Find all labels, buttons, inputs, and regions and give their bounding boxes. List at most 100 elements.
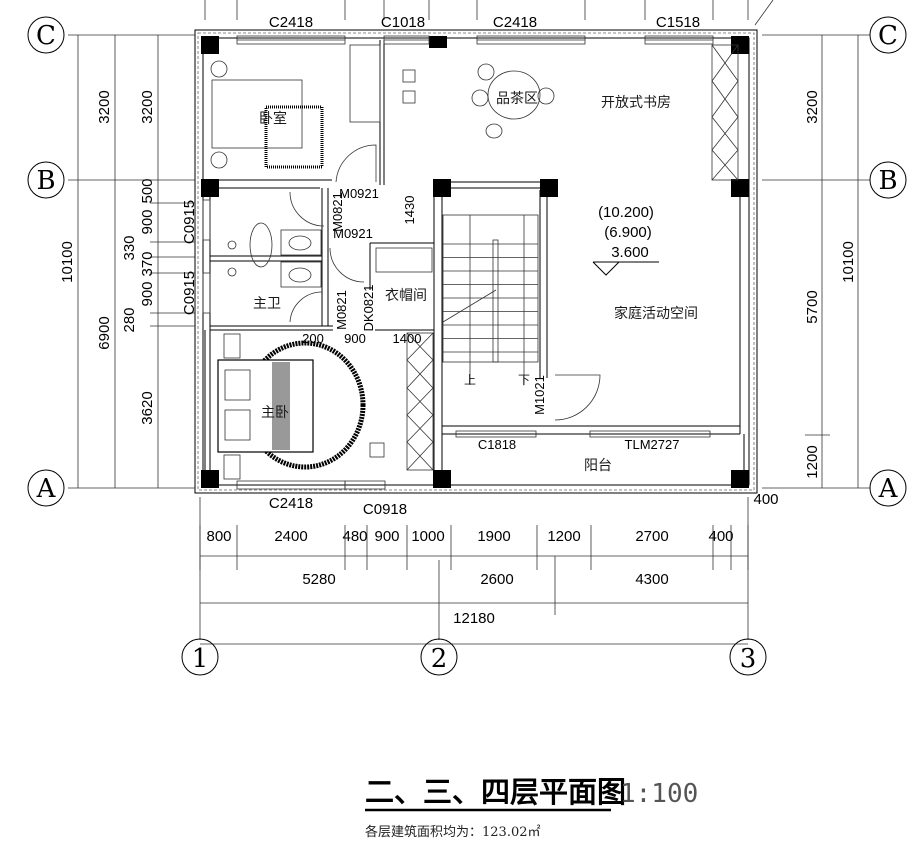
structural-columns (201, 36, 749, 488)
svg-text:(10.200): (10.200) (598, 204, 654, 221)
svg-text:C1818: C1818 (478, 437, 516, 452)
svg-text:2700: 2700 (635, 528, 668, 545)
room-closet: 衣帽间 (385, 288, 427, 304)
svg-text:1200: 1200 (547, 528, 580, 545)
svg-text:M0921: M0921 (333, 226, 373, 241)
svg-text:200: 200 (302, 331, 324, 346)
svg-text:2600: 2600 (480, 571, 513, 588)
room-balcony: 阳台 (584, 458, 612, 474)
axis-bubble-2: 2 (420, 638, 458, 676)
svg-text:5280: 5280 (302, 571, 335, 588)
room-study: 开放式书房 (601, 95, 671, 111)
windows (202, 35, 714, 490)
svg-text:480: 480 (342, 528, 367, 545)
svg-text:(6.900): (6.900) (604, 224, 652, 241)
stair-down: 下 (518, 373, 530, 387)
svg-text:C: C (36, 21, 56, 51)
room-bedroom: 卧室 (259, 110, 287, 127)
svg-text:M0821: M0821 (334, 290, 349, 330)
wardrobes (349, 44, 739, 471)
svg-text:2400: 2400 (274, 528, 307, 545)
svg-text:1000: 1000 (411, 528, 444, 545)
round-rug (244, 340, 366, 470)
window-tag: C0915 (181, 200, 198, 244)
room-family: 家庭活动空间 (614, 305, 698, 322)
drawing-scale: 1:100 (620, 779, 698, 809)
axis-bubble-a-right: A (869, 469, 907, 507)
svg-text:B: B (878, 166, 897, 196)
elevation-labels: (10.200) (6.900) 3.600 (598, 204, 654, 261)
svg-text:3200: 3200 (96, 90, 113, 123)
room-master-bath: 主卫 (253, 296, 281, 312)
svg-text:C: C (878, 21, 898, 51)
svg-text:3: 3 (740, 644, 757, 674)
window-tag: C0918 (363, 501, 407, 518)
svg-text:370: 370 (139, 251, 156, 276)
svg-text:3.600: 3.600 (611, 244, 649, 261)
right-dimensions: 3200 5700 1200 10100 (804, 90, 857, 478)
window-tag: C2418 (493, 14, 537, 31)
svg-text:12180: 12180 (453, 610, 495, 627)
axis-bubble-c-right: C (869, 16, 907, 54)
stair-up: 上 (464, 373, 476, 387)
drawing-title: 二、三、四层平面图 (365, 775, 626, 809)
left-dimensions: 10100 3200 6900 3200 500 900 330 370 900… (59, 90, 156, 424)
svg-text:DK0821: DK0821 (361, 285, 376, 332)
elevation-marker (592, 261, 659, 276)
room-master-bedroom: 主卧 (261, 405, 289, 421)
svg-text:900: 900 (139, 281, 156, 306)
exterior-walls (194, 29, 758, 494)
svg-text:1430: 1430 (402, 196, 417, 225)
svg-text:3200: 3200 (139, 90, 156, 123)
axis-bubble-a-left: A (27, 469, 65, 507)
bottom-dimensions: 800 2400 480 900 1000 1900 1200 2700 400… (206, 491, 778, 627)
door-tags: M0921 M0821 M0921 M0821 DK0821 M1021 C18… (302, 186, 679, 452)
svg-text:400: 400 (753, 491, 778, 508)
tea-table-icon (471, 63, 555, 139)
svg-text:900: 900 (344, 331, 366, 346)
svg-text:5700: 5700 (804, 290, 821, 323)
door-swings (289, 144, 601, 421)
svg-text:400: 400 (708, 528, 733, 545)
room-labels: 卧室 主卫 衣帽间 主卧 开放式书房 品茶区 家庭活动空间 阳台 (253, 91, 698, 474)
svg-text:4300: 4300 (635, 571, 668, 588)
dimension-lines (68, 0, 870, 645)
axis-bubble-b-right: B (869, 161, 907, 199)
svg-text:2: 2 (431, 644, 448, 674)
svg-text:M1021: M1021 (532, 375, 547, 415)
svg-text:1: 1 (192, 644, 209, 674)
window-tag: C0915 (181, 271, 198, 315)
window-tag: C2418 (269, 495, 313, 512)
svg-text:M0921: M0921 (339, 186, 379, 201)
window-tag: C1518 (656, 14, 700, 31)
axis-bubble-c-left: C (27, 16, 65, 54)
window-tag: C2418 (269, 14, 313, 31)
bed-bedroom (211, 79, 303, 149)
svg-text:M0821: M0821 (330, 192, 345, 232)
axis-bubble-1: 1 (181, 638, 219, 676)
bed-master (217, 359, 314, 453)
svg-text:500: 500 (139, 178, 156, 203)
svg-text:TLM2727: TLM2727 (625, 437, 680, 452)
svg-text:280: 280 (121, 307, 138, 332)
svg-text:A: A (36, 474, 57, 504)
svg-text:3620: 3620 (139, 391, 156, 424)
svg-text:900: 900 (374, 528, 399, 545)
furniture (210, 60, 555, 480)
svg-text:1400: 1400 (393, 331, 422, 346)
svg-text:3200: 3200 (804, 90, 821, 123)
room-tea-area: 品茶区 (496, 91, 538, 107)
svg-text:800: 800 (206, 528, 231, 545)
area-note: 各层建筑面积均为：123.02㎡ (365, 824, 541, 840)
axis-bubble-b-left: B (27, 161, 65, 199)
svg-text:1900: 1900 (477, 528, 510, 545)
toilet (249, 222, 273, 268)
staircase (442, 214, 539, 385)
svg-text:1200: 1200 (804, 445, 821, 478)
svg-text:10100: 10100 (59, 241, 76, 283)
svg-text:10100: 10100 (840, 241, 857, 283)
axis-bubble-3: 3 (729, 638, 767, 676)
svg-text:B: B (36, 166, 55, 196)
svg-text:A: A (878, 474, 899, 504)
